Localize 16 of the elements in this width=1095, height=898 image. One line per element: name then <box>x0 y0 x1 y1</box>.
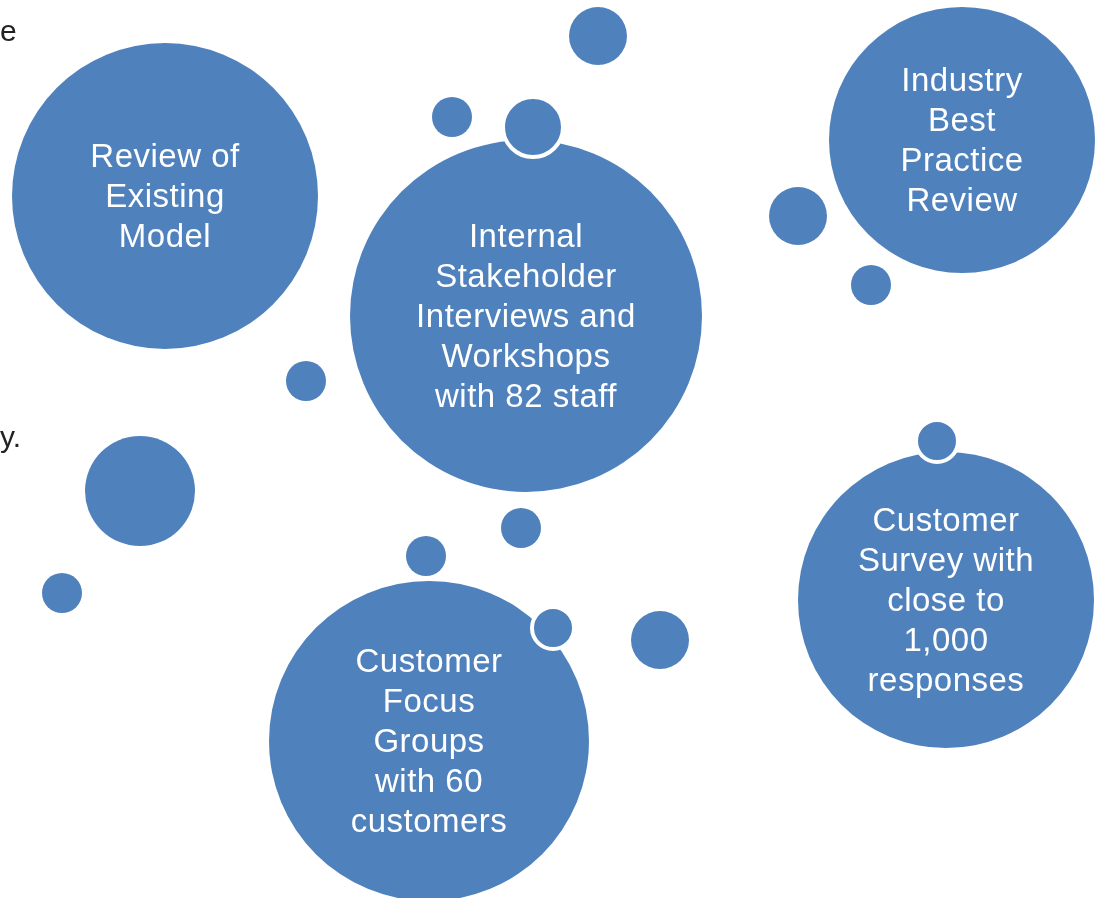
bubble-circle <box>851 265 891 305</box>
bubble-circle <box>769 187 827 245</box>
bubble-circle <box>631 611 689 669</box>
text-fragment: y. <box>0 420 22 454</box>
text-fragment: e <box>0 14 17 48</box>
topic-label: Review of Existing Model <box>89 136 241 256</box>
bubble-circle <box>432 97 472 137</box>
bubble-circle <box>569 7 627 65</box>
bubble-circle <box>42 573 82 613</box>
topic-label: Internal Stakeholder Interviews and Workshops with 82 staff <box>415 216 637 416</box>
bubble-circle <box>501 508 541 548</box>
bubble-circle <box>286 361 326 401</box>
topic-label: Customer Focus Groups with 60 customers <box>349 641 509 841</box>
bubble-circle <box>406 536 446 576</box>
topic-label: Customer Survey with close to 1,000 responses <box>856 500 1036 700</box>
topic-label: Industry Best Practice Review <box>899 60 1025 220</box>
